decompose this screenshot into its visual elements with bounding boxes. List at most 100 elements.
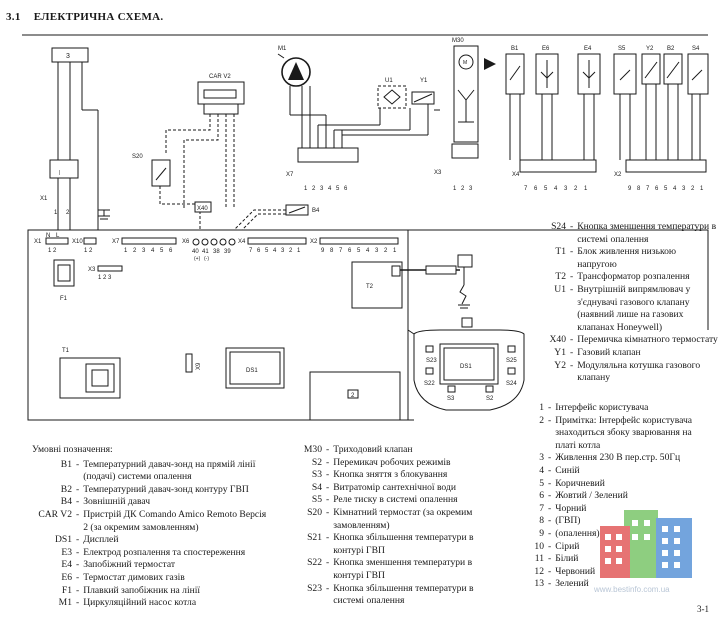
legend-right-bottom-dash: - <box>548 477 552 489</box>
x40-jumper <box>194 201 212 213</box>
legend-right-bottom-key: 11 <box>534 553 544 565</box>
svg-text:38: 38 <box>213 249 220 255</box>
legend-right-top-value: Трансформатор розпалення <box>577 271 690 283</box>
b4-label: B4 <box>312 208 320 214</box>
legend-mid-value: Реле тиску в системі опалення <box>333 494 458 506</box>
svg-text:2: 2 <box>691 186 695 192</box>
x4-connector <box>519 159 597 173</box>
legend-mid-row: S4-Витратомір сантехнічної води <box>284 482 498 495</box>
x7-connector <box>297 147 359 163</box>
svg-text:3: 3 <box>682 186 686 192</box>
legend-right-top-dash: - <box>570 346 574 358</box>
svg-text:1: 1 <box>393 248 397 254</box>
three-way-valve-m30 <box>453 45 479 143</box>
m1-label: M1 <box>278 46 287 52</box>
legend-left-dash: - <box>76 546 80 558</box>
x9-label: X9 <box>196 362 202 370</box>
legend-right-top-value: Модуляльна котушка газового клапану <box>577 359 701 384</box>
x4-label: X4 <box>512 172 520 178</box>
legend-mid-key: S20 <box>307 506 322 518</box>
legend-mid-key: M30 <box>303 444 322 455</box>
inset-s25-label: S25 <box>506 358 517 364</box>
svg-text:|: | <box>59 170 60 176</box>
legend-left-value: Температурний давач-зонд контуру ГВП <box>83 483 249 495</box>
svg-text:9: 9 <box>628 186 632 192</box>
board-x1-label: X1 <box>34 239 42 245</box>
inset-s23-label: S23 <box>426 358 437 364</box>
legend-right-bottom-value: Жовтий / Зелений <box>555 490 628 502</box>
legend-mid-value: Кнопка зменшення температури в контурі Г… <box>333 557 473 581</box>
section-title: 3.1 ЕЛЕКТРИЧНА СХЕМА. <box>6 11 163 23</box>
svg-text:3: 3 <box>142 248 146 254</box>
svg-text:(-): (-) <box>204 256 209 262</box>
svg-text:6: 6 <box>534 186 538 192</box>
legend-left-dash: - <box>76 534 80 546</box>
svg-text:7: 7 <box>339 248 343 254</box>
legend-right-bottom-value: (опалення) <box>555 527 600 539</box>
legend-mid-row: S23-Кнопка збільшення температури в сист… <box>284 583 498 608</box>
legend-left-row: B1-Температурний давач-зонд на прямій лі… <box>32 459 272 484</box>
svg-text:6: 6 <box>655 186 659 192</box>
legend-right-bottom-row: 6-Жовтий / Зелений <box>524 490 714 503</box>
legend-right-top-dash: - <box>570 359 574 371</box>
legend-mid-value: Кнопка збільшення температури в контурі … <box>333 532 474 556</box>
legend-mid-dash: - <box>326 494 330 506</box>
u1-label: U1 <box>385 78 393 84</box>
sensor-b2 <box>663 53 683 85</box>
wiring-diagram: 3 | X1 1 2 CAR V2 M1 X7 1 2 3 4 5 6 U <box>22 34 709 421</box>
legend-right-bottom-key: 9 <box>539 527 544 539</box>
svg-text:3: 3 <box>320 186 324 192</box>
legend-right-bottom-row: 12-Червоний <box>524 566 714 579</box>
svg-text:5: 5 <box>664 186 668 192</box>
svg-text:40: 40 <box>192 249 199 255</box>
legend-left-dash: - <box>76 597 80 609</box>
legend-left-value: Електрод розпалення та спостереження <box>83 546 246 558</box>
watermark-logo <box>600 510 692 578</box>
legend-mid-dash: - <box>326 481 330 493</box>
svg-text:9: 9 <box>321 248 325 254</box>
legend-left-key: E3 <box>61 546 72 558</box>
legend-left-dash: - <box>76 559 80 571</box>
legend-left-key: B4 <box>60 496 72 508</box>
legend-left: Умовні позначення: B1-Температурний дава… <box>32 444 272 610</box>
legend-right-bottom-value: Білий <box>555 553 579 565</box>
section-number: 3.1 <box>6 11 21 23</box>
t2-label: T2 <box>366 284 374 290</box>
svg-text:4: 4 <box>554 186 558 192</box>
legend-right-bottom-key: 5 <box>539 477 544 489</box>
pump-m1 <box>281 57 311 87</box>
legend-mid-dash: - <box>326 557 330 569</box>
x2-connector <box>625 159 707 173</box>
legend-mid-key: S2 <box>311 456 322 468</box>
svg-text:1 2 3: 1 2 3 <box>98 275 112 281</box>
svg-text:4: 4 <box>366 248 370 254</box>
legend-right-bottom-key: 12 <box>534 565 544 577</box>
board-x2-label: X2 <box>310 239 318 245</box>
legend-right-bottom-row: 13-Зелений <box>524 578 714 591</box>
ds1-label: DS1 <box>246 368 258 374</box>
svg-text:39: 39 <box>224 249 231 255</box>
legend-right-bottom-row: 3-Живлення 230 В пер.стр. 50Гц <box>524 452 714 465</box>
legend-left-value: Температурний давач-зонд на прямій лінії… <box>83 458 256 483</box>
legend-right-top-key: X40 <box>549 334 566 346</box>
legend-right-bottom-key: 8 <box>539 515 544 527</box>
legend-left-value: Зовнішній давач <box>83 496 151 508</box>
legend-left-key: M1 <box>58 597 72 609</box>
modulator-coil-y2 <box>641 53 661 85</box>
legend-left-value: Термостат димових газів <box>83 571 185 583</box>
legend-left-value: Запобіжний термостат <box>83 559 176 571</box>
svg-text:2: 2 <box>312 186 316 192</box>
legend-right-top-row: Y1-Газовий клапан <box>528 347 718 360</box>
legend-mid-dash: - <box>326 444 330 455</box>
board-x4-pins: 7 6 5 4 3 2 1 <box>249 248 301 254</box>
legend-right-top-value: Блок живлення низькою напругою <box>577 246 677 270</box>
legend-right-bottom-key: 6 <box>539 490 544 502</box>
legend-right-bottom-value: Чорний <box>555 502 587 514</box>
s5-label: S5 <box>618 46 626 52</box>
x40-label: X40 <box>197 206 208 212</box>
legend-mid-key: S23 <box>307 582 322 594</box>
legend-left-row: B2-Температурний давач-зонд контуру ГВП <box>32 484 272 497</box>
legend-left-value: Плавкий запобіжник на лінії <box>83 584 201 596</box>
legend-left-dash: - <box>76 584 80 596</box>
s20-label: S20 <box>132 154 143 160</box>
